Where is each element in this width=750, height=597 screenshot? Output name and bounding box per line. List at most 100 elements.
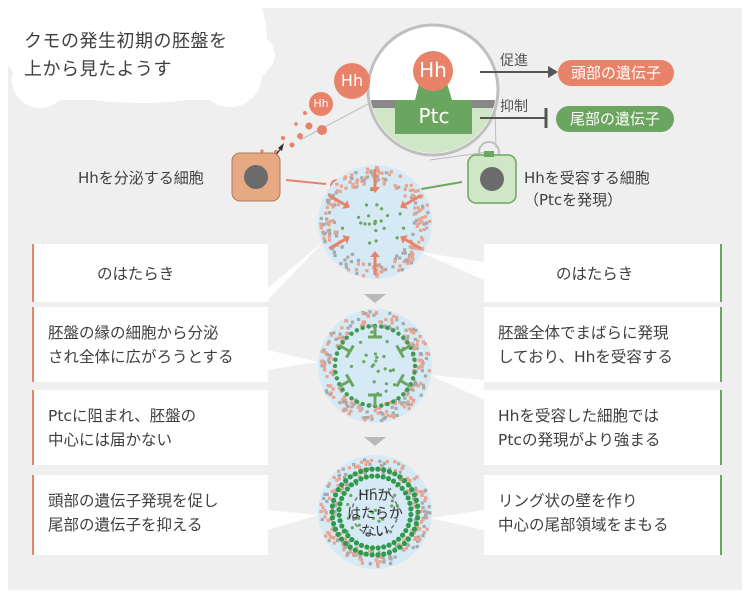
ptc-dot [389,530,393,534]
edge-cell [413,535,417,540]
edge-cell [409,385,414,389]
edge-cell [328,392,332,397]
edge-cell [335,539,340,543]
edge-cell [327,223,331,227]
edge-cell [391,265,395,269]
edge-cell [424,513,428,517]
edge-cell [361,416,365,420]
edge-cell [403,396,407,400]
edge-cell [350,252,355,256]
edge-cell [347,466,351,470]
hh-arrow [328,194,346,206]
edge-cell [338,332,342,336]
ptc-wall-dot [401,477,407,484]
edge-cell [327,538,331,543]
ptc-wall-dot [341,490,347,497]
edge-cell [421,206,425,210]
ptc-ring-dot [360,401,365,407]
edge-cell [352,462,356,467]
edge-cell [423,509,427,513]
embryo-disc-stage-1 [318,165,432,279]
edge-cell [412,504,416,508]
edge-cell [344,319,349,323]
ptc-wall-dot [336,506,342,513]
ptc-wall-dot [408,511,414,518]
ptc-dot [390,499,394,503]
ptc-dot [382,354,386,359]
edge-cell [420,220,424,224]
edge-cell [405,393,409,397]
edge-cell [404,328,408,332]
ptc-dot [364,203,369,207]
edge-cell [368,562,372,566]
edge-cell [340,326,344,330]
ptc-wall-dot [329,515,336,521]
edge-cell [416,535,421,539]
hh-arrowhead [342,235,350,244]
ptc-dot [373,219,377,223]
ptc-ring-dot [405,387,410,392]
edge-cell [426,211,430,215]
edge-cell [383,415,388,420]
ptc-dot [372,363,376,367]
edge-cell [332,331,336,335]
edge-cell [405,546,409,550]
edge-cell [413,383,417,387]
ptc-dot [346,502,350,507]
edge-cell [328,355,333,360]
ptc-dot [393,493,397,497]
edge-cell [415,346,419,351]
ptc-wall-dot [392,547,398,553]
ptc-block-stem [399,344,412,353]
edge-cell [365,175,370,179]
edge-cell [331,387,335,391]
edge-cell [400,268,404,272]
ptc-wall-dot [405,482,411,488]
edge-cell [419,393,423,397]
edge-cell [390,318,394,322]
edge-cell [375,406,379,410]
edge-cell [337,469,341,473]
ptc-wall-dot [337,501,343,507]
ptc-ring-dot [412,370,417,375]
edge-cell [331,373,335,377]
edge-cell [378,410,383,415]
secreting-cell-label: Hhを分泌する細胞 [78,169,204,187]
ptc-wall-dot [386,468,392,475]
edge-cell [330,527,334,532]
ptc-panel-2: Hhを受容した細胞では Ptcの発現がより強まる [484,390,722,465]
edge-cell [411,545,415,550]
ptc-wall-dot [413,497,420,503]
ptc-wall-dot [401,540,407,547]
edge-cell [327,228,331,232]
edge-cell [344,265,349,269]
hh-panel-3: 頭部の遺伝子発現を促し 尾部の遺伝子を抑える [32,475,268,555]
edge-cell [346,404,350,409]
ptc-wall-dot [381,551,387,557]
edge-cell [393,460,397,464]
edge-cell [354,553,359,557]
edge-cell [375,268,379,272]
edge-cell [348,180,352,184]
edge-cell [363,320,367,324]
edge-cell [327,238,332,242]
edge-cell [416,206,420,210]
edge-cell [335,234,339,238]
edge-cell [343,537,347,541]
edge-cell [325,391,329,395]
edge-cell [415,544,419,549]
edge-cell [346,543,350,547]
disc-center-line-2: はたらか [347,506,403,522]
ptc-ring-dot [412,357,417,362]
edge-cell [421,534,425,538]
edge-cell [345,482,350,486]
ptc-wall-dot [339,495,345,502]
hh-panel-2-line-1: Ptcに阻まれ、胚盤の [48,407,197,425]
edge-cell [400,466,404,471]
ptc-dot [388,369,393,373]
edge-cell [361,274,366,278]
ptc-wall-dot [402,490,409,496]
ptc-block-bar [345,344,355,359]
ptc-ring-dot [332,363,338,369]
edge-cell [346,255,350,259]
